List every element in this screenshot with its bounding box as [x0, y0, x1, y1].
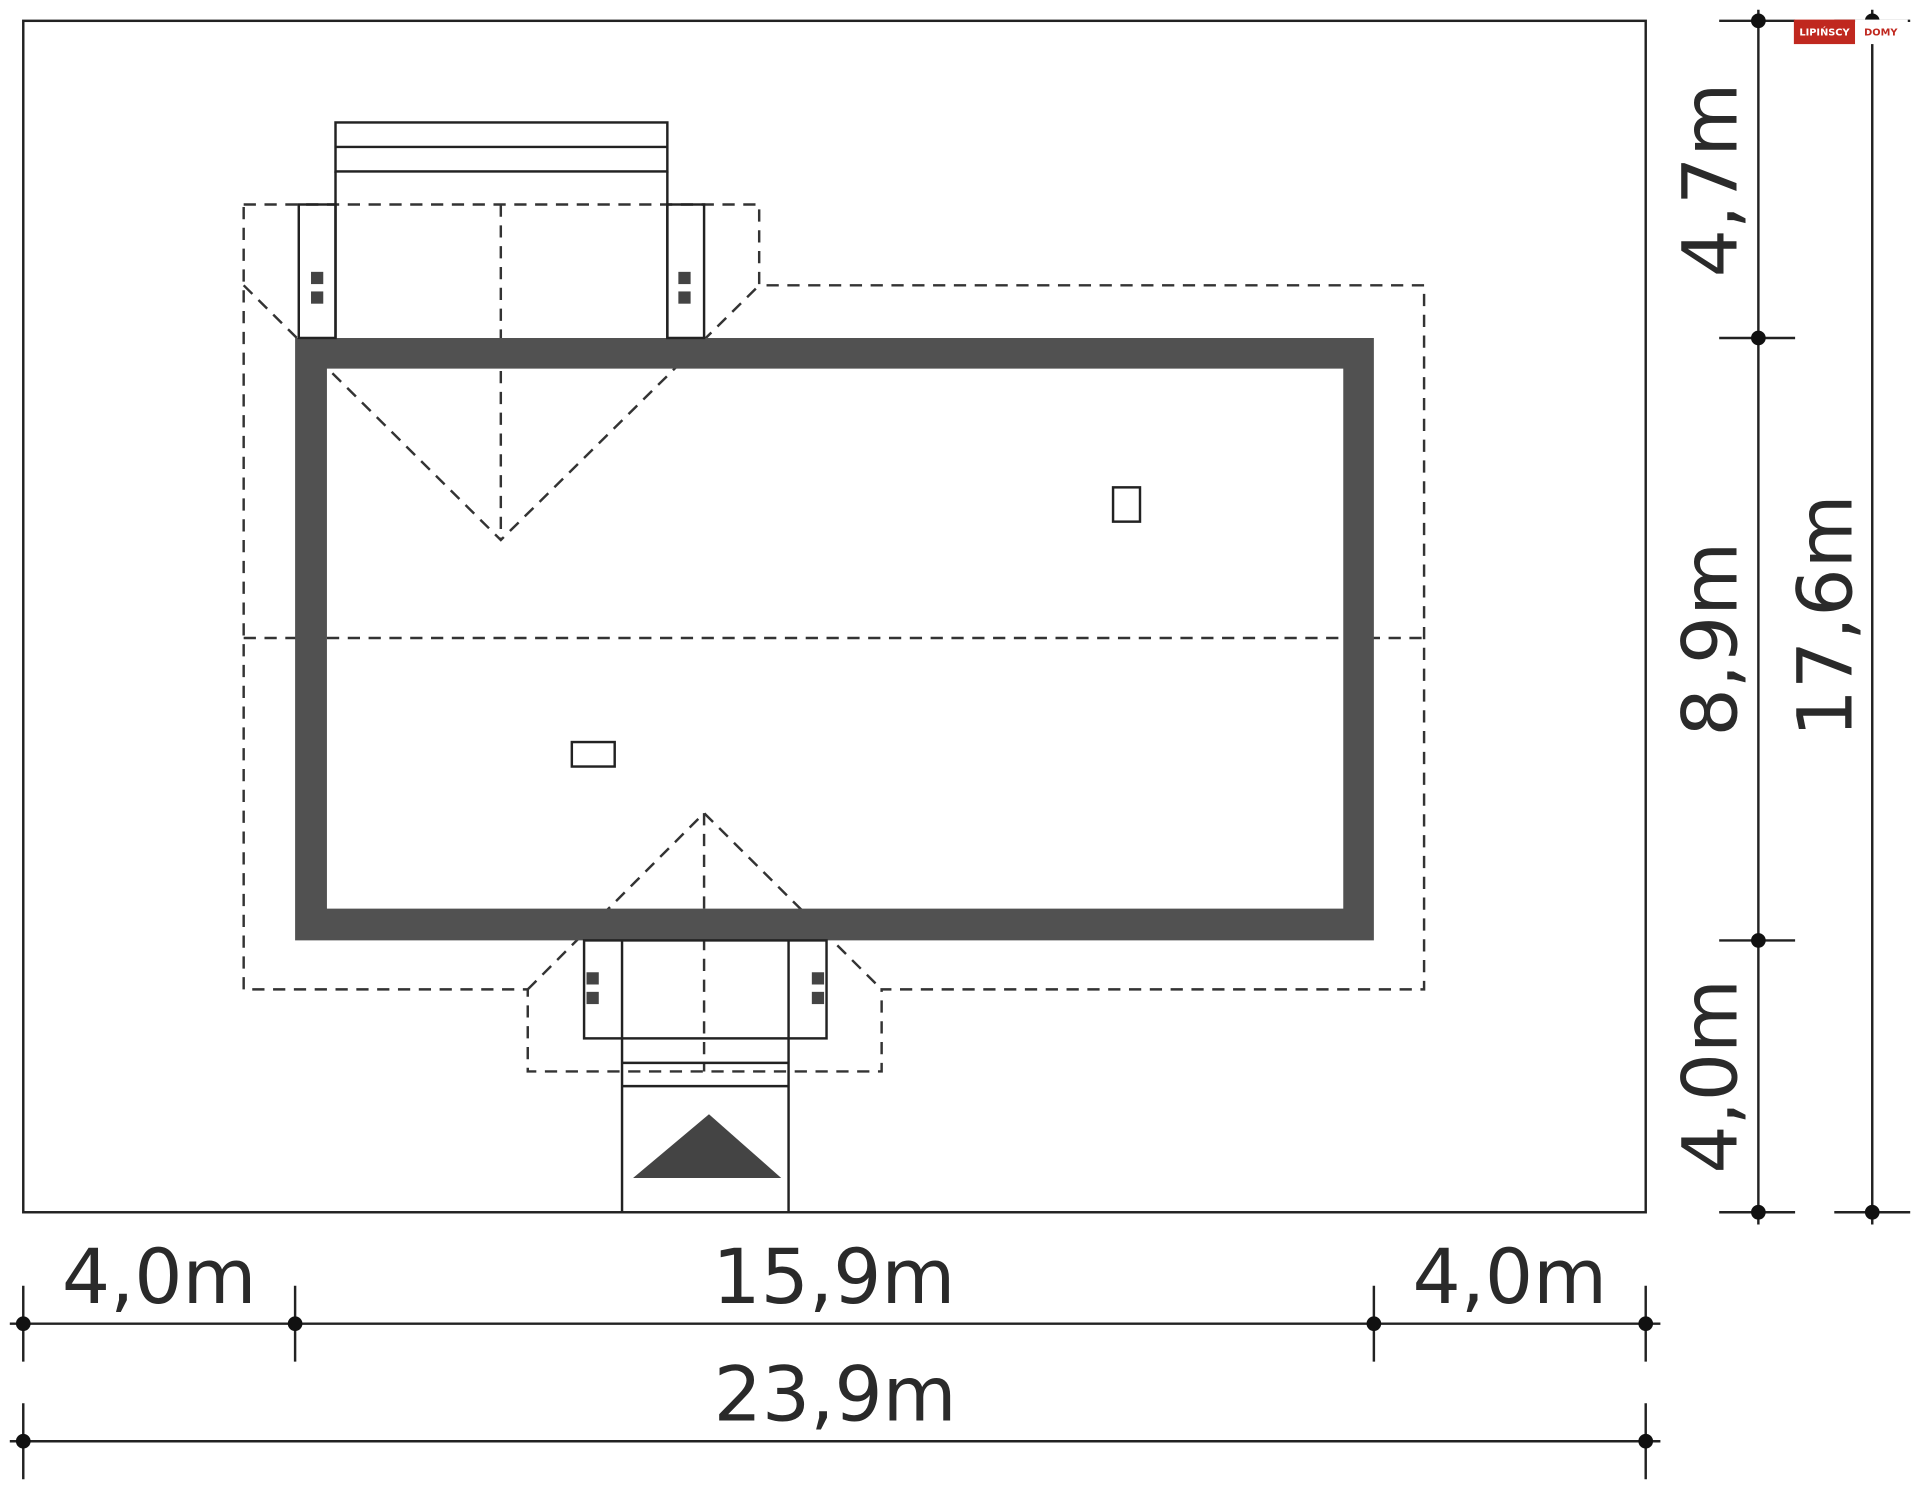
skylight	[570, 740, 616, 768]
skylight	[1111, 486, 1142, 523]
entrance-arrow-icon	[633, 1114, 782, 1178]
dim-right: 4,0m	[1412, 1233, 1607, 1321]
svg-text:DOMY: DOMY	[1864, 28, 1898, 39]
brand-logo: LIPIŃSCY DOMY	[1793, 19, 1908, 45]
dim-back: 4,0m	[1666, 979, 1754, 1174]
horizontal-dimensions	[9, 1285, 1661, 1480]
dim-left: 4,0m	[62, 1233, 257, 1321]
dim-total-width: 23,9m	[714, 1350, 957, 1438]
svg-text:LIPIŃSCY: LIPIŃSCY	[1799, 26, 1850, 39]
entrance-porch	[582, 939, 828, 1213]
vertical-dimensions	[1719, 9, 1911, 1225]
plot-boundary	[22, 19, 1647, 1214]
terrace-top	[297, 121, 706, 340]
dim-total-depth: 17,6m	[1781, 494, 1869, 737]
dim-house-width: 15,9m	[712, 1233, 955, 1321]
dim-house-depth: 8,9m	[1666, 542, 1754, 737]
dim-front: 4,7m	[1666, 83, 1754, 278]
